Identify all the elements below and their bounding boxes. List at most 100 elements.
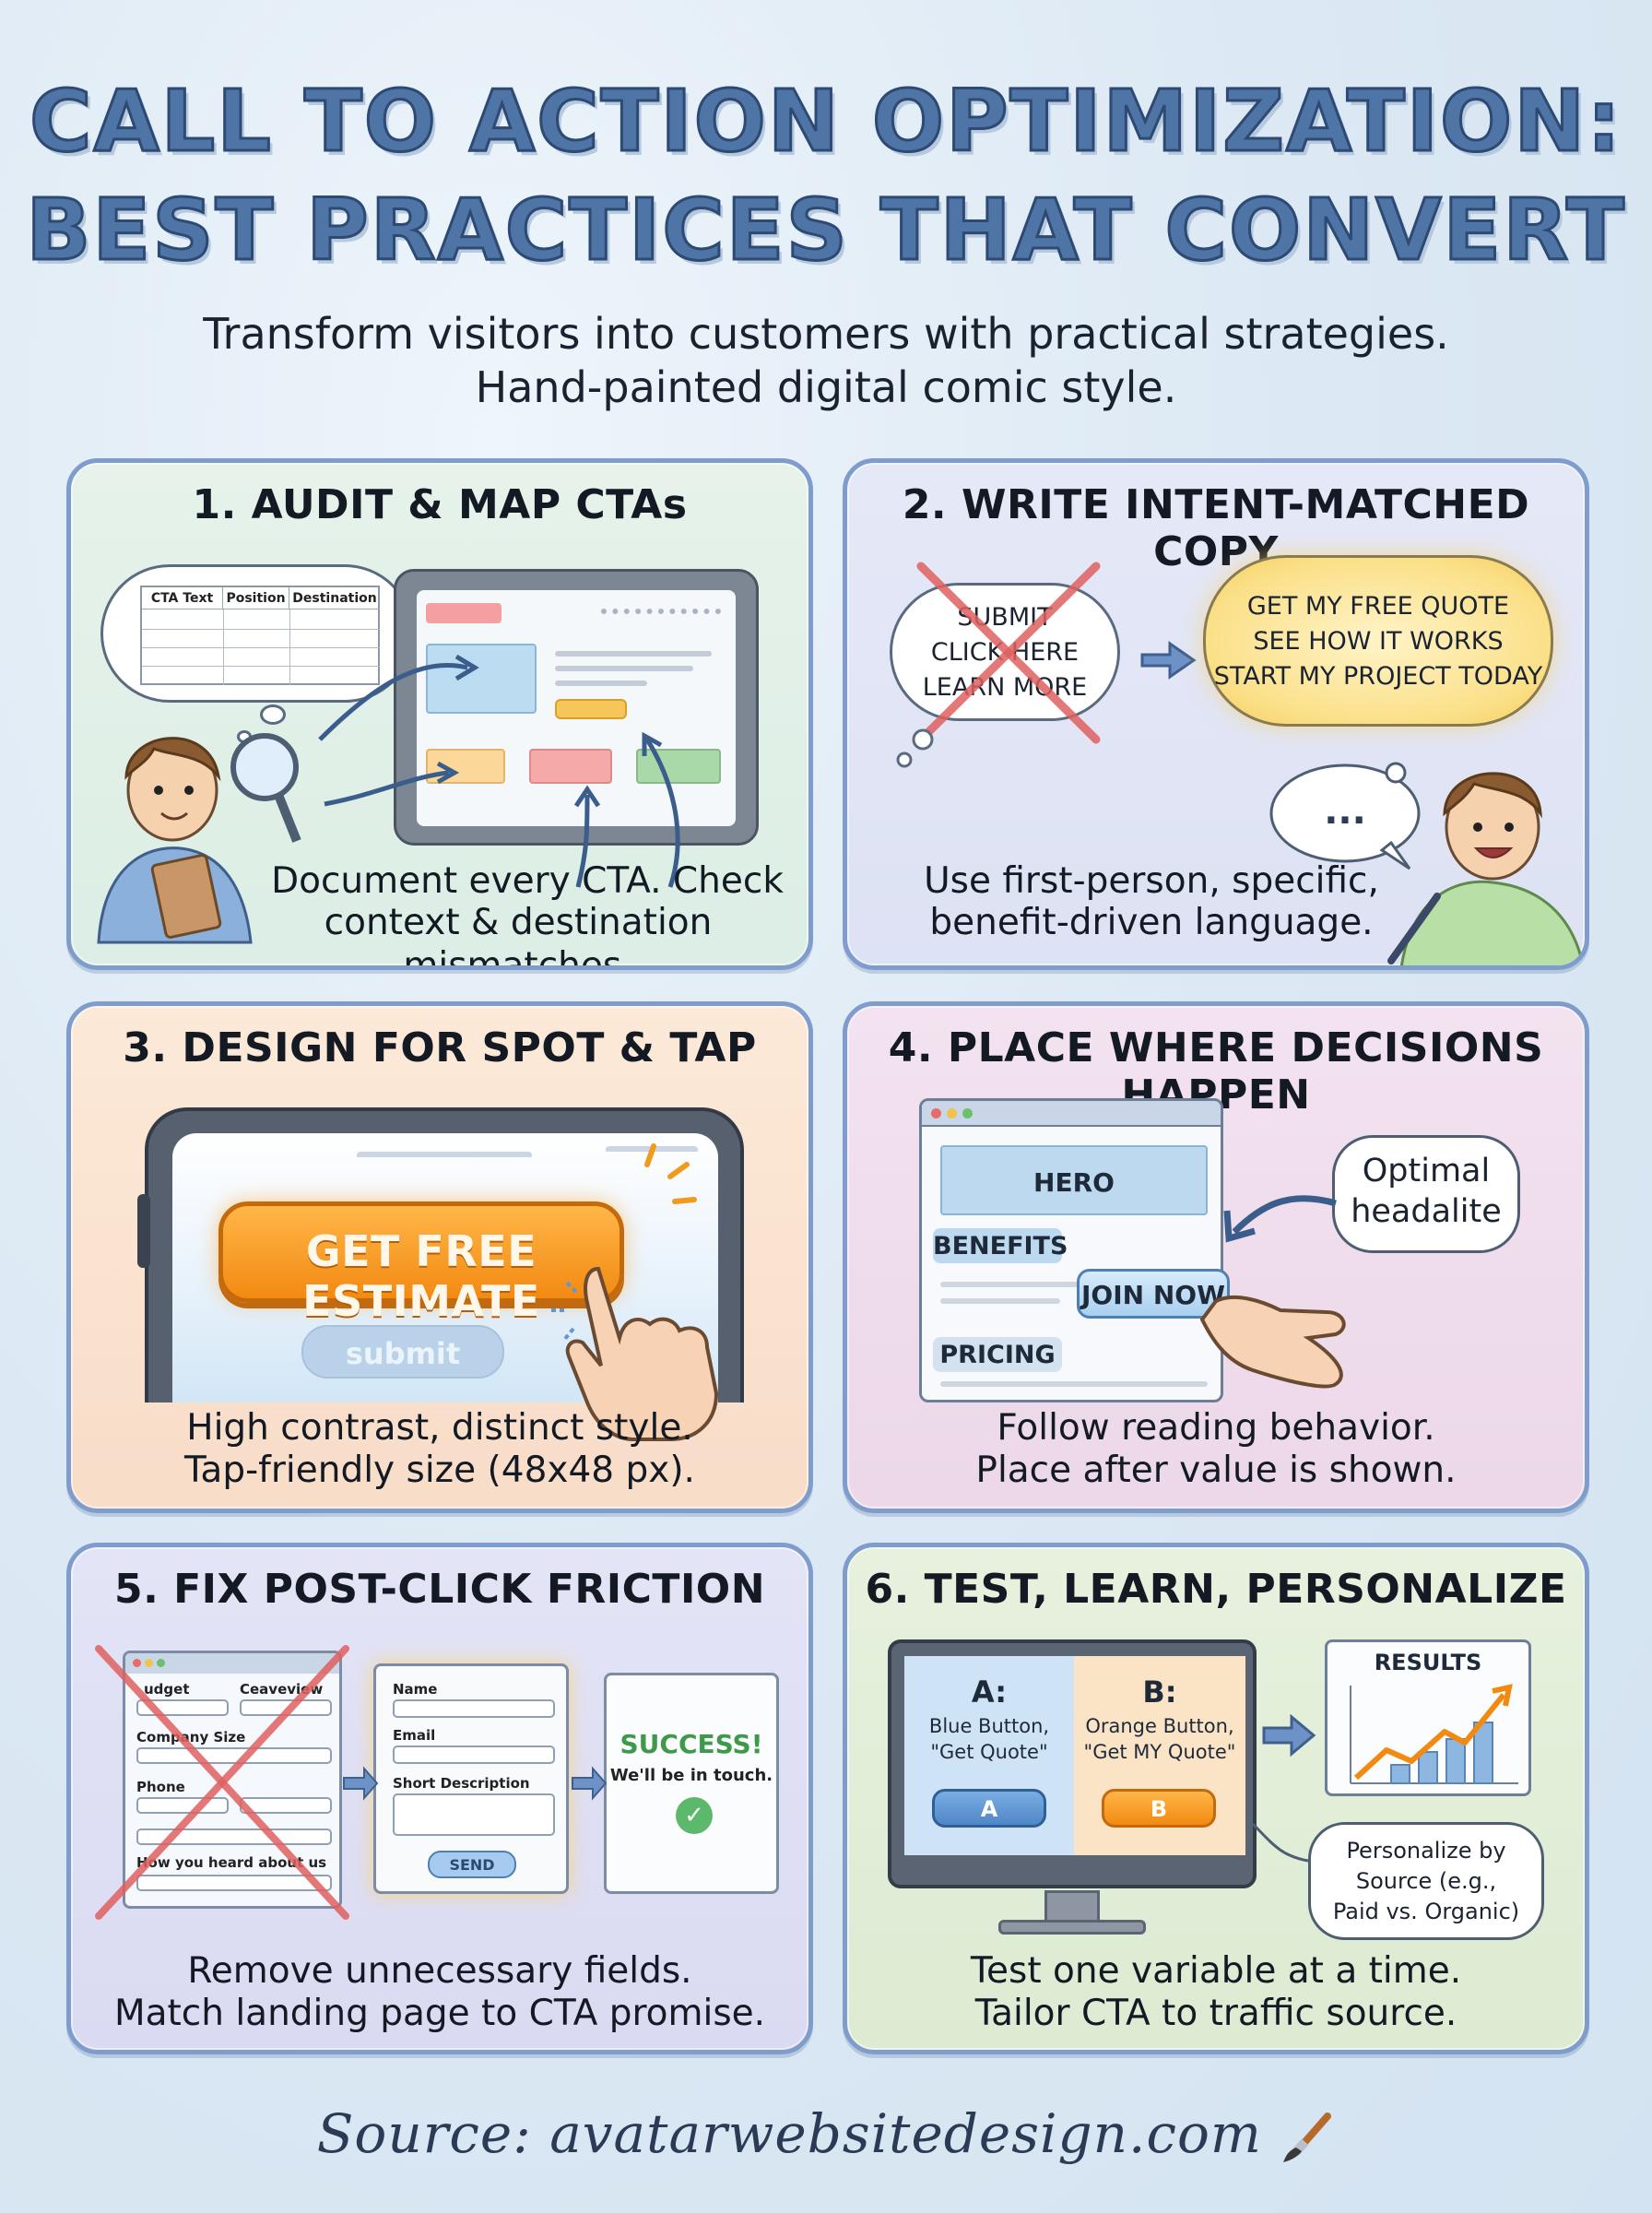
variant-b-button-label: B [1150, 1796, 1168, 1822]
variant-b: B: Orange Button, "Get MY Quote" B [1074, 1656, 1245, 1855]
variant-b-line1: Orange Button, [1085, 1715, 1234, 1737]
pricing-label: PRICING [939, 1341, 1056, 1369]
variant-a-line2: "Get Quote" [930, 1741, 1048, 1763]
content-block [426, 644, 537, 714]
panel-caption-line2: Match landing page to CTA promise. [113, 1993, 766, 2034]
panel-copy: 2. WRITE INTENT-MATCHED COPY SUBMIT CLIC… [843, 458, 1589, 970]
send-label: SEND [449, 1856, 495, 1874]
field-label: Phone [136, 1779, 185, 1795]
good-copy-item: GET MY FREE QUOTE [1246, 592, 1510, 621]
good-copy-item: START MY PROJECT TODAY [1213, 662, 1543, 691]
table-header: Position [223, 587, 289, 609]
company-size-field[interactable] [136, 1747, 332, 1764]
variant-b-heading: B: [1142, 1675, 1177, 1710]
source-text: Source: avatarwebsitedesign.com [316, 2102, 1262, 2165]
check-icon: ✓ [676, 1797, 713, 1834]
good-copy-cloud: GET MY FREE QUOTE SEE HOW IT WORKS START… [1203, 555, 1553, 727]
monitor-base [998, 1920, 1146, 1935]
email-field[interactable] [393, 1746, 555, 1764]
callout-line1: Optimal [1362, 1153, 1491, 1189]
panel-caption-line1: Follow reading behavior. [997, 1407, 1435, 1449]
hero-block: HERO [940, 1145, 1208, 1215]
cta-button-mock [555, 699, 627, 719]
friction-illustration [95, 1645, 608, 1920]
get-free-estimate-button[interactable]: GET FREE ESTIMATE [218, 1201, 624, 1326]
join-now-label: JOIN NOW [1081, 1280, 1225, 1310]
field-label: Email [393, 1727, 436, 1744]
heard-about-field[interactable] [136, 1875, 332, 1891]
panel-caption-line2: Tap-friendly size (48x48 px). [184, 1450, 695, 1491]
copy-illustration [896, 562, 1585, 965]
cta-table: CTA Text Position Destination [140, 586, 380, 685]
good-copy-item: SEE HOW IT WORKS [1253, 627, 1504, 656]
join-now-button[interactable]: JOIN NOW [1077, 1269, 1230, 1319]
pricing-tag: PRICING [933, 1337, 1062, 1372]
field-label: Company Size [136, 1729, 246, 1746]
thought-dot [260, 704, 286, 725]
panel-caption-line1: Use first-person, specific, [924, 860, 1379, 902]
callout-line2: headalite [1351, 1193, 1502, 1230]
extra-field[interactable] [136, 1828, 332, 1845]
monitor-stand [1044, 1890, 1100, 1923]
short-form: Name Email Short Description SEND [373, 1663, 569, 1894]
speech-ellipsis: ... [1324, 790, 1366, 833]
results-chart-illustration [1251, 1684, 1518, 1863]
panel-caption-line2: context & destination mismatches. [324, 902, 713, 970]
panel-caption-line2: Place after value is shown. [975, 1450, 1457, 1491]
page-title-line1: CALL TO ACTION OPTIMIZATION: [28, 71, 1623, 172]
variant-a: A: Blue Button, "Get Quote" A [904, 1656, 1074, 1855]
subtitle-line1: Transform visitors into customers with p… [203, 309, 1449, 359]
placement-illustration [1199, 1195, 1346, 1389]
personalize-callout: Personalize by Source (e.g., Paid vs. Or… [1308, 1822, 1544, 1940]
panel-caption-line1: High contrast, distinct style. [186, 1407, 693, 1449]
secondary-cta-label: submit [345, 1336, 461, 1371]
panel-title: 3. DESIGN FOR SPOT & TAP [123, 1024, 757, 1071]
success-title: SUCCESS! [620, 1729, 763, 1759]
panel-caption-line1: Test one variable at a time. [970, 1950, 1462, 1992]
panel-test: 6. TEST, LEARN, PERSONALIZE A: Blue Butt… [843, 1543, 1589, 2054]
name-field[interactable] [393, 1699, 555, 1718]
benefits-label: BENEFITS [933, 1232, 1068, 1260]
panel-caption-line2: benefit-driven language. [929, 902, 1374, 943]
panel-title: 6. TEST, LEARN, PERSONALIZE [865, 1566, 1567, 1613]
variant-a-button[interactable]: A [932, 1789, 1046, 1828]
field-label: Name [393, 1681, 438, 1698]
panel-title: 4. PLACE WHERE DECISIONS HAPPEN [888, 1024, 1544, 1118]
benefits-tag: BENEFITS [933, 1228, 1068, 1263]
content-block [426, 749, 505, 784]
success-card: SUCCESS! We'll be in touch. ✓ [604, 1673, 779, 1894]
panel-friction: 5. FIX POST-CLICK FRICTION udget Ceavevi… [66, 1543, 813, 2054]
thought-cloud: CTA Text Position Destination [100, 564, 414, 703]
content-block [636, 749, 721, 784]
browser-mockup: HERO BENEFITS JOIN NOW PRICING [919, 1098, 1230, 1402]
variant-b-line2: "Get MY Quote" [1083, 1741, 1236, 1763]
tablet-mockup [394, 569, 759, 846]
panel-title: 1. AUDIT & MAP CTAs [192, 481, 688, 528]
callout-line2: Source (e.g., [1355, 1868, 1497, 1894]
field-label: Short Description [393, 1775, 530, 1792]
primary-cta-label: GET FREE ESTIMATE [302, 1226, 540, 1326]
tap-illustration [550, 1143, 719, 1441]
content-block [529, 749, 612, 784]
callout-line1: Personalize by [1346, 1838, 1506, 1864]
submit-button[interactable]: submit [301, 1325, 504, 1379]
source-footer: Source: avatarwebsitedesign.com [0, 2102, 1652, 2166]
panel-title: 5. FIX POST-CLICK FRICTION [113, 1566, 766, 1613]
paintbrush-icon [1283, 2112, 1332, 2162]
field-label: udget [144, 1681, 190, 1698]
panel-caption-line2: Tailor CTA to traffic source. [974, 1993, 1457, 2034]
variant-a-button-label: A [980, 1796, 998, 1822]
send-button[interactable]: SEND [428, 1851, 516, 1878]
table-header: CTA Text [142, 587, 223, 609]
bad-copy-item: LEARN MORE [922, 673, 1088, 702]
panel-caption-line1: Document every CTA. Check [271, 860, 784, 902]
results-label: RESULTS [1374, 1650, 1482, 1675]
page-title-line2: BEST PRACTICES THAT CONVERT [25, 180, 1626, 281]
panel-caption-line1: Remove unnecessary fields. [187, 1950, 692, 1992]
hero-label: HERO [1033, 1167, 1115, 1198]
description-field[interactable] [393, 1793, 555, 1836]
variant-b-button[interactable]: B [1102, 1789, 1216, 1828]
table-header: Destination [289, 587, 380, 609]
audit-illustration [97, 654, 680, 944]
subtitle-line2: Hand-painted digital comic style. [475, 362, 1177, 412]
